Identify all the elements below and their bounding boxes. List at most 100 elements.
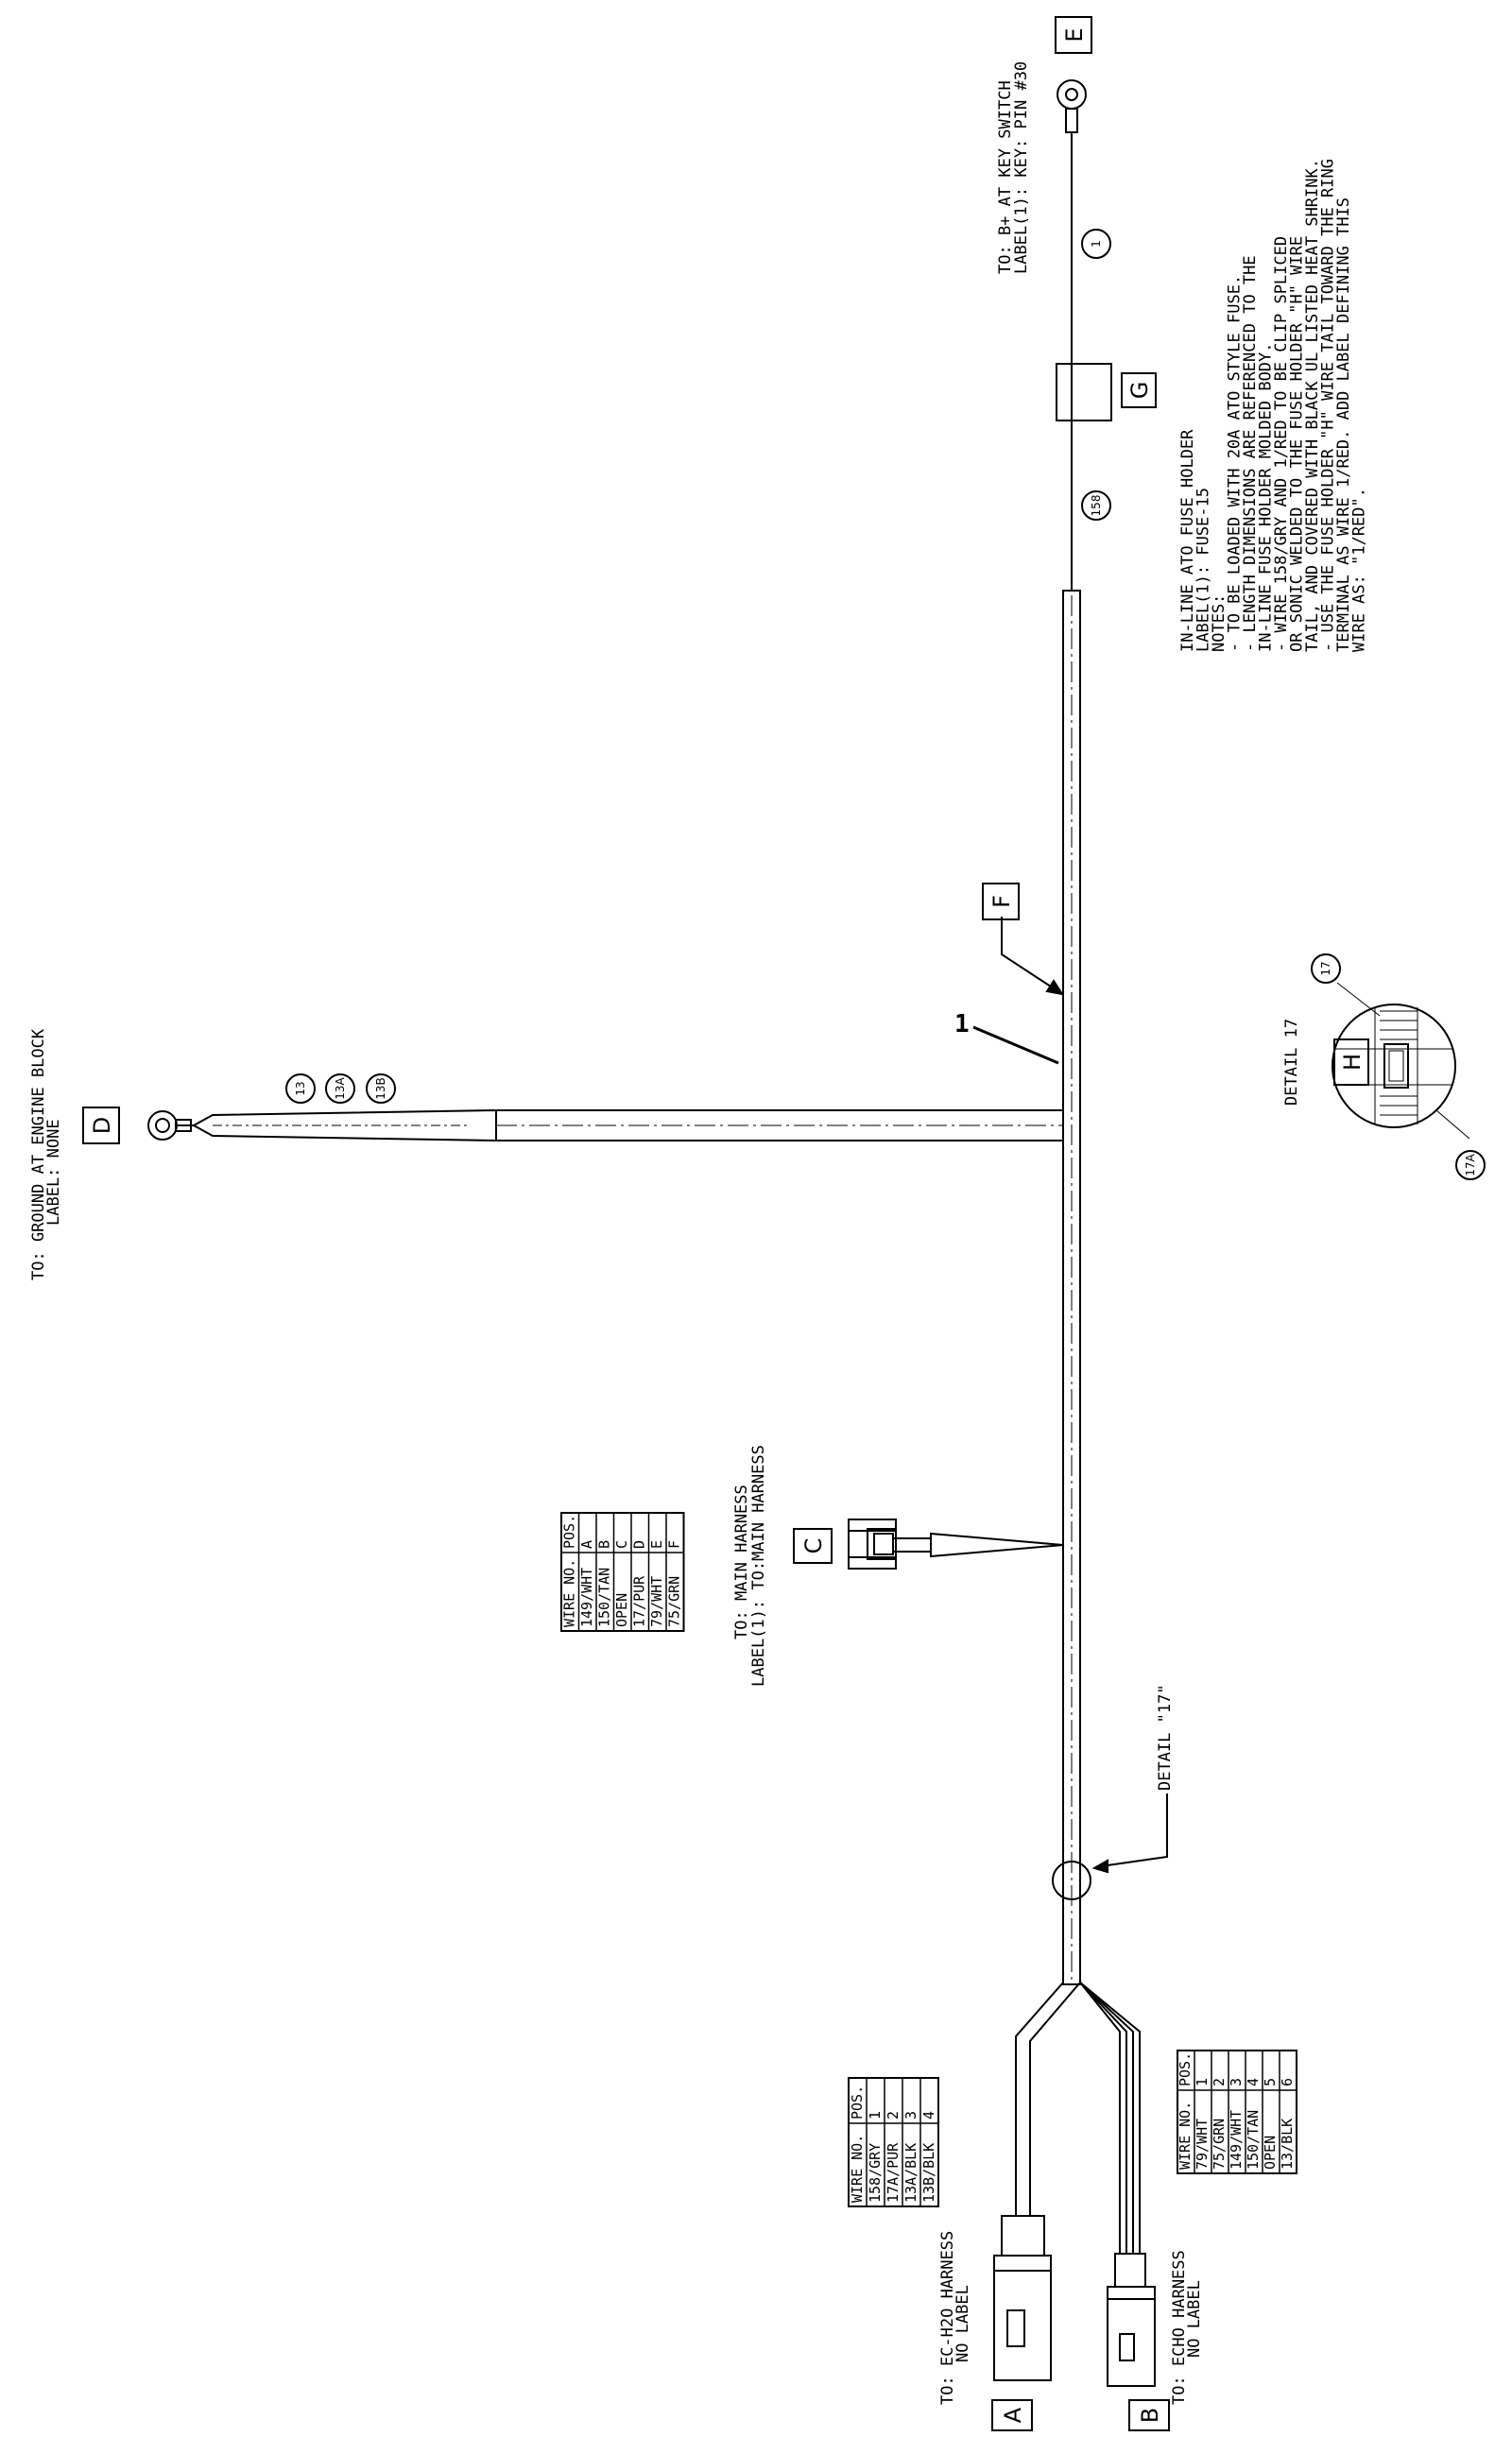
table-cell-wire: 149/WHT [1228,2110,1245,2170]
table-header-wire: WIRE NO. [1177,2102,1194,2170]
table-frame [1177,2050,1297,2174]
svg-text:TO: MAIN HARNESS: TO: MAIN HARNESS [732,1485,751,1639]
svg-text:17A: 17A [1464,1153,1477,1176]
detail-17-callout: DETAIL "17" [1156,1684,1175,1791]
svg-text:H: H [1339,1054,1366,1071]
svg-text:B: B [1137,2408,1163,2423]
connector-A-label: TO: EC-H2O HARNESS NO LABEL [938,2231,972,2405]
letter-box-E: E [1055,16,1092,54]
wire-bubble-1: 1 [1081,229,1111,259]
table-cell-pos: 4 [920,2111,937,2120]
fuse-note-line: WIRE AS: "1/RED". [1350,488,1369,652]
fuse-holder-body [1056,363,1112,421]
detail-17-leader [1091,1793,1168,1874]
table-cell-pos: 1 [1194,2078,1211,2086]
fuse-note-line: - TO BE LOADED WITH 20A ATO STYLE FUSE. [1226,275,1245,652]
wire-bubble-13: 13 [285,1073,316,1104]
svg-text:TO: B+ AT KEY SWITCH: TO: B+ AT KEY SWITCH [996,80,1015,274]
table-header-pos: POS. [849,2085,866,2120]
svg-text:E: E [1061,27,1088,42]
table-cell-wire: 75/GRN [666,1576,683,1627]
fuse-note-line: OR SONIC WELDED TO THE FUSE HOLDER "H" W… [1288,236,1307,652]
main-harness-branch [893,1532,1064,1558]
detail-17-title: DETAIL 17 [1282,1019,1301,1106]
svg-text:158: 158 [1090,495,1103,517]
svg-text:13: 13 [294,1081,307,1095]
table-cell-pos: 3 [902,2111,919,2120]
connector-A-body [993,2215,1052,2381]
svg-text:F: F [988,895,1015,908]
svg-text:13B: 13B [374,1077,387,1100]
fuse-note-line: TAIL, AND COVERED WITH BLACK UL LISTED H… [1303,159,1322,652]
table-cell-pos: 2 [1211,2078,1228,2086]
table-cell-wire: 17A/PUR [885,2142,902,2203]
table-header-wire: WIRE NO. [561,1559,578,1627]
svg-text:LABEL: NONE: LABEL: NONE [44,1119,63,1226]
table-cell-pos: E [648,1540,665,1549]
table-cell-pos: 3 [1228,2078,1245,2086]
item-1-leader [972,1025,1059,1065]
svg-text:17: 17 [1319,961,1332,975]
fuse-note-line: IN-LINE FUSE HOLDER MOLDED BODY. [1257,342,1276,652]
F-leader [1001,917,1065,996]
table-cell-wire: 150/TAN [596,1568,613,1627]
svg-text:G: G [1126,382,1153,400]
table-cell-pos: 5 [1262,2078,1279,2086]
fuse-note-line: - LENGTH DIMENSIONS ARE REFERENCED TO TH… [1241,255,1260,652]
table-frame [848,2077,939,2207]
letter-box-A: A [991,2399,1033,2431]
fuse-note-line: - USE THE FUSE HOLDER "H" WIRE TAIL TOWA… [1319,159,1338,652]
table-cell-wire: 79/WHT [648,1576,665,1627]
wire-bubble-17A: 17A [1455,1150,1486,1180]
letter-box-G: G [1121,372,1157,408]
table-cell-pos: 4 [1245,2078,1262,2086]
letter-box-B: B [1128,2399,1170,2431]
table-cell-wire: 17/PUR [631,1575,648,1627]
svg-text:C: C [800,1538,827,1554]
connector-C-body [848,1519,897,1570]
letter-box-D: D [82,1107,120,1144]
table-cell-pos: 1 [867,2111,884,2120]
svg-text:TO: EC-H2O HARNESS: TO: EC-H2O HARNESS [938,2231,957,2405]
ground-branch [176,1108,1064,1142]
table-cell-pos: 2 [885,2111,902,2120]
connector-B-body [1107,2253,1156,2387]
table-cell-pos: A [578,1540,595,1549]
fuse-note-line: - WIRE 158/GRY AND 1/RED TO BE CLIP SPLI… [1272,236,1291,652]
table-cell-wire: 75/GRN [1211,2119,1228,2170]
table-cell-wire: 13/BLK [1279,2119,1296,2170]
item-number-1: 1 [954,1010,970,1038]
svg-text:1: 1 [1090,240,1103,248]
table-cell-pos: D [631,1540,648,1549]
table-cell-pos: F [666,1540,683,1549]
table-cell-wire: OPEN [1262,2136,1279,2170]
table-header-pos: POS. [1177,2052,1194,2086]
svg-text:NO LABEL: NO LABEL [1185,2280,1204,2358]
svg-text:D: D [89,1117,115,1134]
wire-table-C: WIRE NO.POS.149/WHTA150/TANBOPENC17/PURD… [560,1512,685,1632]
detail-hatch [1380,1010,1418,1116]
ring-terminal-E [1057,79,1087,133]
table-cell-pos: C [613,1540,630,1549]
table-cell-wire: 149/WHT [578,1568,595,1627]
fuse-note-line: IN-LINE ATO FUSE HOLDER [1178,429,1197,652]
main-trunk [1062,132,1081,1985]
svg-text:TO: GROUND AT ENGINE BLOCK: TO: GROUND AT ENGINE BLOCK [29,1028,48,1280]
ring-terminal-D [147,1110,192,1141]
letter-box-C: C [793,1528,833,1564]
table-cell-wire: 150/TAN [1245,2110,1262,2170]
wire-table-A: WIRE NO.POS.158/GRY117A/PUR213A/BLK313B/… [848,2077,939,2207]
table-header-wire: WIRE NO. [849,2135,866,2203]
fuse-note-line: TERMINAL AS WIRE 1/RED. ADD LABEL DEFINI… [1334,197,1353,652]
svg-text:NO LABEL: NO LABEL [954,2285,972,2362]
table-cell-wire: 158/GRY [867,2143,884,2203]
connector-B-label: TO: ECHO HARNESS NO LABEL [1170,2250,1204,2405]
wire-bubble-13B: 13B [366,1073,396,1104]
table-frame [560,1512,685,1632]
detail-17-marker [1052,1861,1091,1900]
connector-E-label: TO: B+ AT KEY SWITCH LABEL(1): KEY: PIN … [996,61,1031,274]
letter-box-H: H [1333,1038,1369,1086]
wire-table-B: WIRE NO.POS.79/WHT175/GRN2149/WHT3150/TA… [1177,2050,1297,2174]
